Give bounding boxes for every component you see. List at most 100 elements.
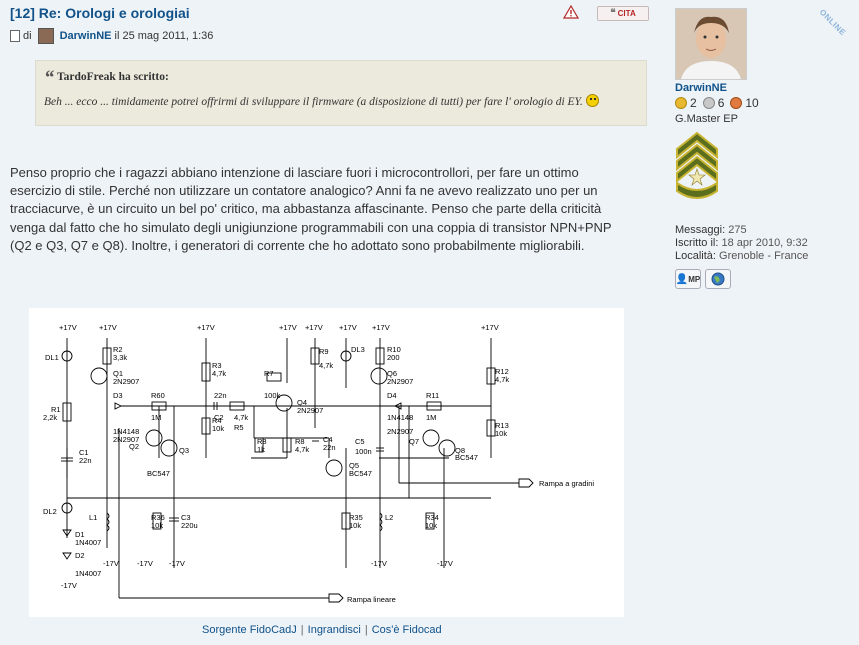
quote-text-body: Beh ... ecco ... timidamente potrei offr… <box>44 96 583 108</box>
svg-text:2N2907: 2N2907 <box>297 406 323 415</box>
post-date: il 25 mag 2011, 1:36 <box>114 30 214 42</box>
svg-text:BC547: BC547 <box>147 469 170 478</box>
svg-text:2N2907: 2N2907 <box>387 377 413 386</box>
svg-text:-17V: -17V <box>61 581 77 590</box>
stat-label: Località: <box>675 250 716 262</box>
svg-text:Q5: Q5 <box>349 461 359 470</box>
svg-text:R9: R9 <box>319 347 329 356</box>
fido-enlarge-link[interactable]: Ingrandisci <box>307 624 361 636</box>
svg-text:C4: C4 <box>323 435 333 444</box>
silver-medal-count: 6 <box>717 96 725 110</box>
author-avatar-mini <box>37 28 54 44</box>
fido-links: Sorgente FidoCadJ|Ingrandisci|Cos'è Fido… <box>202 624 442 636</box>
svg-text:-17V: -17V <box>437 559 453 568</box>
svg-text:+17V: +17V <box>99 323 117 332</box>
quote-icon: ❝ <box>610 8 616 19</box>
svg-text:-17V: -17V <box>103 559 119 568</box>
svg-text:2,2k: 2,2k <box>43 413 57 422</box>
svg-text:22n: 22n <box>214 391 227 400</box>
svg-text:10k: 10k <box>151 521 163 530</box>
svg-text:L1: L1 <box>89 513 97 522</box>
post-body: Penso proprio che i ragazzi abbiano inte… <box>10 165 612 253</box>
svg-text:D3: D3 <box>113 391 123 400</box>
fido-source-link[interactable]: Sorgente FidoCadJ <box>202 624 297 636</box>
quote-button[interactable]: ❝ CITA <box>597 6 649 21</box>
svg-text:C3: C3 <box>181 513 191 522</box>
svg-text:100n: 100n <box>355 447 372 456</box>
svg-text:R3: R3 <box>212 361 222 370</box>
svg-text:C5: C5 <box>355 437 365 446</box>
svg-text:R10: R10 <box>387 345 401 354</box>
svg-text:2N2907: 2N2907 <box>387 427 413 436</box>
svg-text:BC547: BC547 <box>455 453 478 462</box>
smiley-icon <box>585 94 599 107</box>
svg-text:Rampa lineare: Rampa lineare <box>347 595 396 604</box>
stat-location: Grenoble - France <box>719 250 809 262</box>
stat-label: Messaggi: <box>675 224 726 236</box>
svg-text:R4: R4 <box>212 416 222 425</box>
rank-title: G.Master EP <box>675 113 738 125</box>
svg-text:2N2907: 2N2907 <box>113 435 139 444</box>
report-icon[interactable] <box>563 5 579 19</box>
svg-text:R7: R7 <box>264 369 274 378</box>
profile-stats: Messaggi: 275 Iscritto il: 18 apr 2010, … <box>675 224 808 263</box>
pm-button-label: MP <box>688 274 701 284</box>
svg-text:R36: R36 <box>151 513 165 522</box>
svg-text:+17V: +17V <box>372 323 390 332</box>
post-icon[interactable] <box>10 30 20 42</box>
svg-text:Q1: Q1 <box>113 369 123 378</box>
circuit-diagram[interactable]: +17V+17V+17V +17V+17V+17V +17V+17V DL1R2… <box>29 308 624 617</box>
svg-text:R12: R12 <box>495 367 509 376</box>
svg-text:1N4148: 1N4148 <box>113 427 139 436</box>
profile-username[interactable]: DarwinNE <box>675 82 727 94</box>
svg-text:220u: 220u <box>181 521 198 530</box>
svg-text:R13: R13 <box>495 421 509 430</box>
svg-text:100k: 100k <box>264 391 281 400</box>
user-icon: 👤 <box>675 273 689 285</box>
svg-text:L2: L2 <box>385 513 393 522</box>
svg-text:4,7k: 4,7k <box>234 413 248 422</box>
pm-button[interactable]: 👤MP <box>675 269 701 289</box>
fido-about-link[interactable]: Cos'è Fidocad <box>371 624 442 636</box>
svg-text:-17V: -17V <box>371 559 387 568</box>
svg-text:Q8: Q8 <box>455 446 465 455</box>
svg-text:1M: 1M <box>151 413 161 422</box>
author-avatar[interactable] <box>675 8 747 80</box>
svg-text:10k: 10k <box>495 429 507 438</box>
svg-text:10k: 10k <box>212 424 224 433</box>
svg-text:4,7k: 4,7k <box>319 361 333 370</box>
svg-text:1N4007: 1N4007 <box>75 569 101 578</box>
svg-text:-17V: -17V <box>169 559 185 568</box>
svg-text:Q6: Q6 <box>387 369 397 378</box>
author-link[interactable]: DarwinNE <box>59 30 112 42</box>
svg-text:Q7: Q7 <box>409 437 419 446</box>
svg-text:R2: R2 <box>113 345 123 354</box>
avatar-photo-icon <box>676 9 746 79</box>
svg-text:2N2907: 2N2907 <box>113 377 139 386</box>
silver-medal-icon <box>702 97 715 109</box>
svg-text:R8: R8 <box>257 437 267 446</box>
medals: 2 6 10 <box>675 96 855 110</box>
circuit-labels: +17V+17V+17V +17V+17V+17V +17V+17V DL1R2… <box>43 323 594 604</box>
svg-text:-17V: -17V <box>137 559 153 568</box>
svg-text:BC547: BC547 <box>349 469 372 478</box>
website-button[interactable] <box>705 269 731 289</box>
stat-joined: 18 apr 2010, 9:32 <box>721 237 808 249</box>
quote-mark-icon: “ <box>44 67 54 89</box>
svg-text:R5: R5 <box>234 423 244 432</box>
post-title[interactable]: [12] Re: Orologi e orologiai <box>10 5 190 21</box>
svg-text:4,7k: 4,7k <box>495 375 509 384</box>
svg-text:+17V: +17V <box>305 323 323 332</box>
svg-text:1M: 1M <box>426 413 436 422</box>
profile-buttons: 👤MP <box>675 269 731 289</box>
quote-box: “TardoFreak ha scritto: Beh ... ecco ...… <box>35 60 647 126</box>
author-profile: DarwinNE 2 6 10 G.Master EP <box>675 8 855 208</box>
meta-prefix: di <box>23 30 32 42</box>
gold-medal-icon <box>675 97 687 109</box>
svg-text:+17V: +17V <box>339 323 357 332</box>
svg-text:R34: R34 <box>425 513 439 522</box>
stat-posts[interactable]: 275 <box>728 224 747 236</box>
quote-cite-text: TardoFreak ha scritto: <box>57 71 169 83</box>
svg-text:3,3k: 3,3k <box>113 353 127 362</box>
bronze-medal-count: 10 <box>745 96 759 110</box>
